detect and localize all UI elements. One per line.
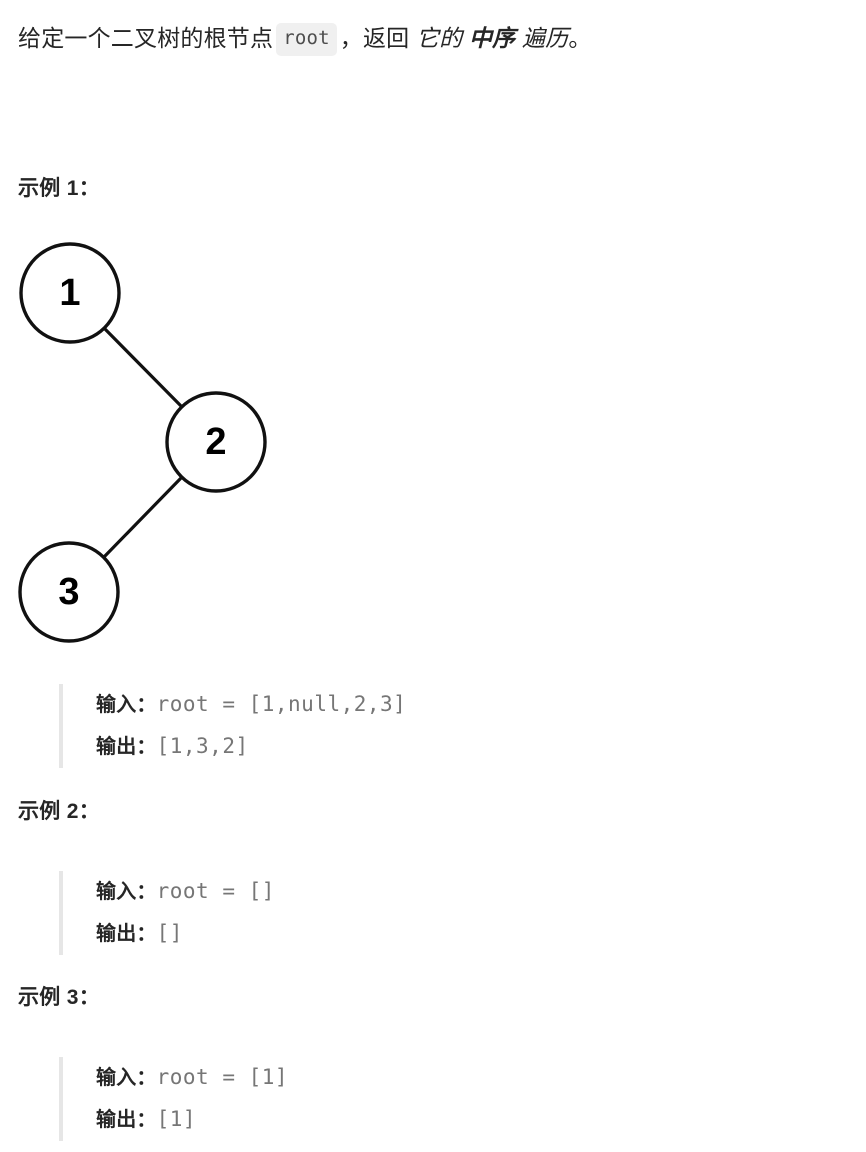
example-1-io-block: 输入：root = [1,null,2,3] 输出：[1,3,2] <box>59 684 406 768</box>
example-1-input-value: root = [1,null,2,3] <box>156 692 407 716</box>
inline-code-root: root <box>276 23 337 56</box>
tree-node-2-label: 2 <box>205 421 226 463</box>
example-2-output-label: 输出： <box>96 923 157 945</box>
description-emphasis-2: 遍历 <box>521 25 569 51</box>
description-strong-emphasis: 中序 <box>468 25 516 51</box>
example-1-input-line: 输入：root = [1,null,2,3] <box>96 684 406 726</box>
example-1-output-line: 输出：[1,3,2] <box>96 726 406 768</box>
example-3-input-line: 输入：root = [1] <box>96 1057 288 1099</box>
tree-node-3-label: 3 <box>58 571 79 613</box>
example-2-output-value: [] <box>156 921 183 945</box>
example-2-io-block: 输入：root = [] 输出：[] <box>59 871 275 955</box>
description-emphasis-1: 它的 <box>415 25 463 51</box>
tree-node-1-circle <box>19 242 121 344</box>
example-3-heading: 示例 3： <box>18 986 101 1009</box>
example-3-input-label: 输入： <box>96 1067 157 1089</box>
example-3-output-label: 输出： <box>96 1109 157 1131</box>
example-2-input-label: 输入： <box>96 881 157 903</box>
tree-node-2-circle <box>165 391 267 493</box>
example-3-io-block: 输入：root = [1] 输出：[1] <box>59 1057 288 1141</box>
description-after-code: ，返回 <box>339 25 410 51</box>
tree-node-1-label: 1 <box>59 272 80 314</box>
example-2-output-line: 输出：[] <box>96 913 275 955</box>
description-lead: 给定一个二叉树的根节点 <box>18 25 274 51</box>
example-1-output-label: 输出： <box>96 736 157 758</box>
tree-edge-1-2 <box>102 326 184 409</box>
example-1-input-label: 输入： <box>96 694 157 716</box>
description-period: 。 <box>568 25 592 51</box>
binary-tree-svg: 1 2 3 <box>18 242 267 643</box>
example-2-input-line: 输入：root = [] <box>96 871 275 913</box>
example-3-output-value: [1] <box>156 1107 197 1131</box>
tree-edge-2-3 <box>102 475 184 559</box>
example-1-output-value: [1,3,2] <box>156 734 249 758</box>
example-1-heading: 示例 1： <box>18 177 101 200</box>
example-2-heading: 示例 2： <box>18 800 101 823</box>
example-2-input-value: root = [] <box>156 879 275 903</box>
tree-node-3-circle <box>18 541 120 643</box>
example-3-output-line: 输出：[1] <box>96 1099 288 1141</box>
example-3-input-value: root = [1] <box>156 1065 289 1089</box>
binary-tree-diagram: 1 2 3 <box>0 230 300 650</box>
